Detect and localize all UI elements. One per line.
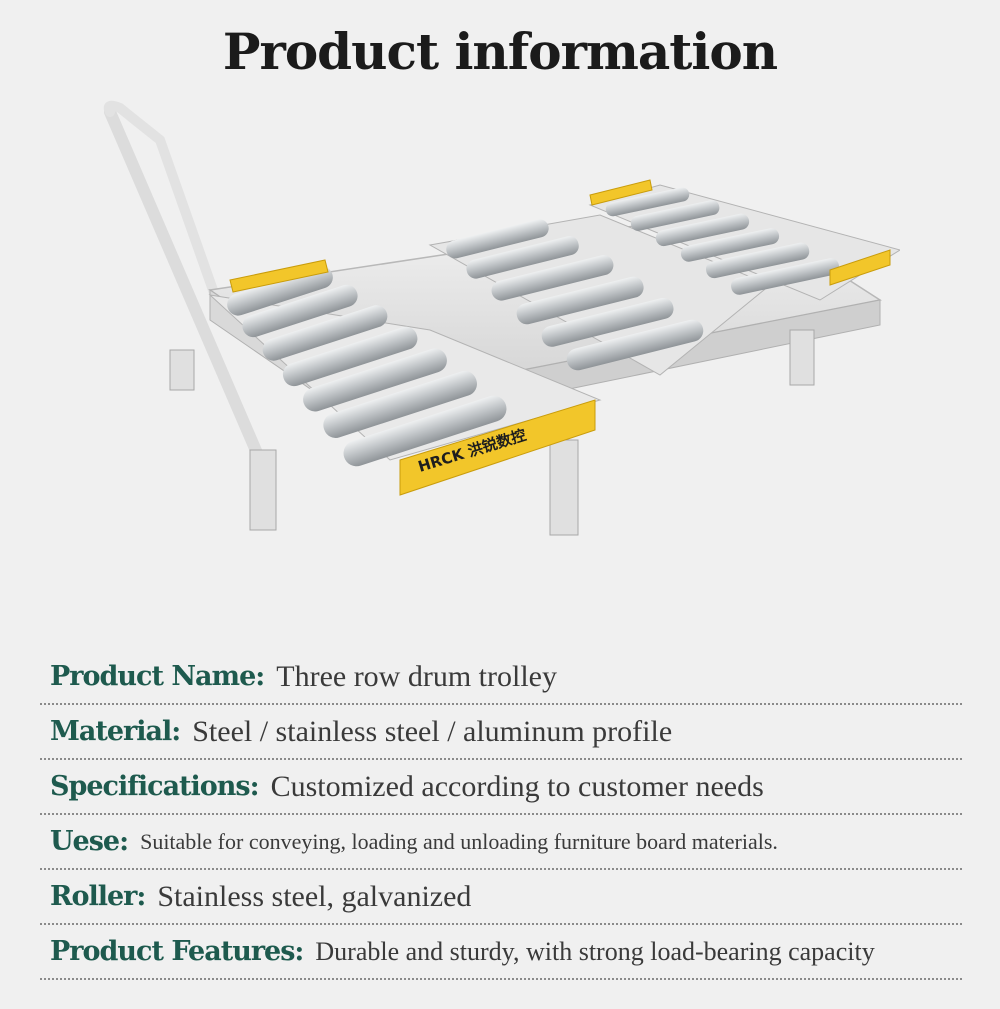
spec-value: Three row drum trolley xyxy=(276,659,557,693)
spec-label: Material: xyxy=(50,716,181,747)
spec-row-product-name: Product Name: Three row drum trolley xyxy=(40,650,962,705)
spec-value: Customized according to customer needs xyxy=(270,769,764,803)
spec-row-product-features: Product Features: Durable and sturdy, wi… xyxy=(40,925,962,980)
spec-label: Uese: xyxy=(50,826,129,857)
spec-value: Stainless steel, galvanized xyxy=(157,879,472,913)
spec-value: Steel / stainless steel / aluminum profi… xyxy=(192,714,673,748)
spec-label: Product Features: xyxy=(50,936,304,967)
spec-label: Product Name: xyxy=(50,661,265,692)
spec-value: Suitable for conveying, loading and unlo… xyxy=(140,828,778,854)
product-image: HRCK 洪锐数控 xyxy=(103,100,900,536)
page-title: Product information xyxy=(222,22,778,81)
spec-row-specifications: Specifications: Customized according to … xyxy=(40,760,962,815)
spec-row-material: Material: Steel / stainless steel / alum… xyxy=(40,705,962,760)
spec-row-roller: Roller: Stainless steel, galvanized xyxy=(40,870,962,925)
spec-row-uses: Uese: Suitable for conveying, loading an… xyxy=(40,815,962,870)
spec-label: Roller: xyxy=(50,881,146,912)
spec-value: Durable and sturdy, with strong load-bea… xyxy=(315,936,875,966)
spec-list: Product Name: Three row drum trolley Mat… xyxy=(40,650,962,980)
spec-label: Specifications: xyxy=(50,771,260,802)
